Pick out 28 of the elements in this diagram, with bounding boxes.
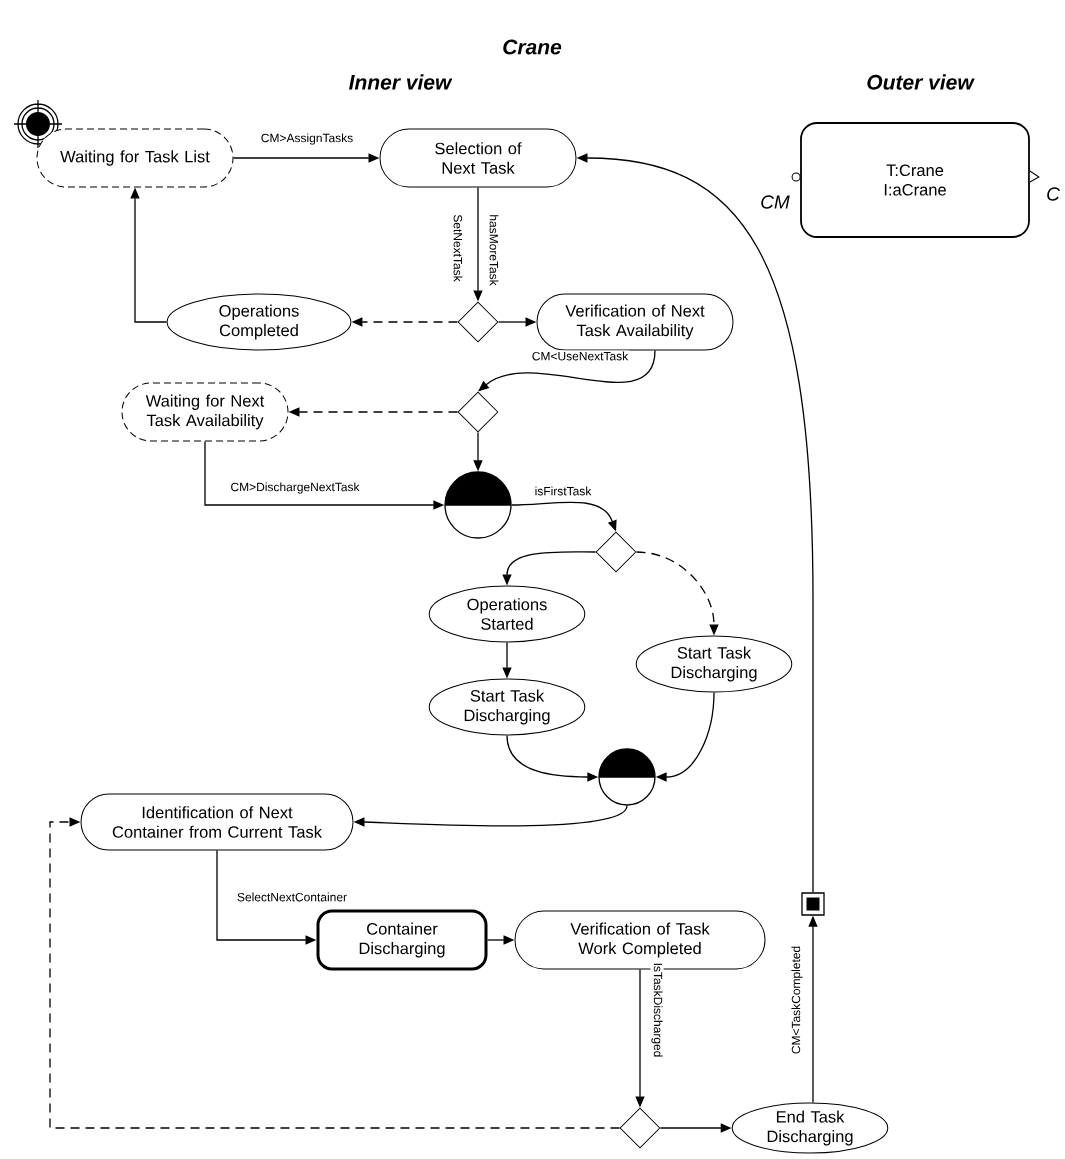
state-box: Waiting for Next Task Availability — [121, 382, 289, 442]
decision-diamond — [619, 1107, 661, 1149]
edge-label: IsTaskDischarged — [650, 961, 664, 1059]
state-box: Container Discharging — [316, 909, 488, 971]
arrow — [478, 349, 656, 392]
decision-diamond — [595, 531, 637, 573]
junction-circle — [444, 471, 512, 539]
decision-diamond — [457, 301, 499, 343]
view-heading: Inner view — [347, 73, 453, 91]
port-label: C — [1045, 186, 1061, 202]
edge-label: isFirstTask — [533, 485, 593, 497]
end-square — [801, 892, 825, 916]
title: Crane — [503, 39, 562, 55]
state-box: Waiting for Task List — [36, 128, 234, 188]
edge-label: CM>DischargeNextTask — [229, 481, 361, 495]
edge-label: CM>AssignTasks — [259, 132, 355, 146]
edge-label: SelectNextContainer — [235, 891, 349, 903]
decision-diamond — [457, 391, 499, 433]
edge-label: hasMoreTask — [488, 213, 500, 287]
transition-label: SetNextTask — [452, 213, 464, 283]
state-box: Selection of Next Task — [379, 128, 577, 188]
component-box: T:Crane I:aCrane — [800, 122, 1030, 238]
view-heading: Outer view — [865, 73, 975, 91]
junction-circle — [598, 748, 656, 806]
state-box: Identification of Next Container from Current Task — [80, 793, 354, 851]
edge-label: CM<UseNextTask — [530, 350, 630, 362]
edge-label: CM<TaskCompleted — [790, 944, 804, 1056]
arrow — [49, 817, 621, 1129]
